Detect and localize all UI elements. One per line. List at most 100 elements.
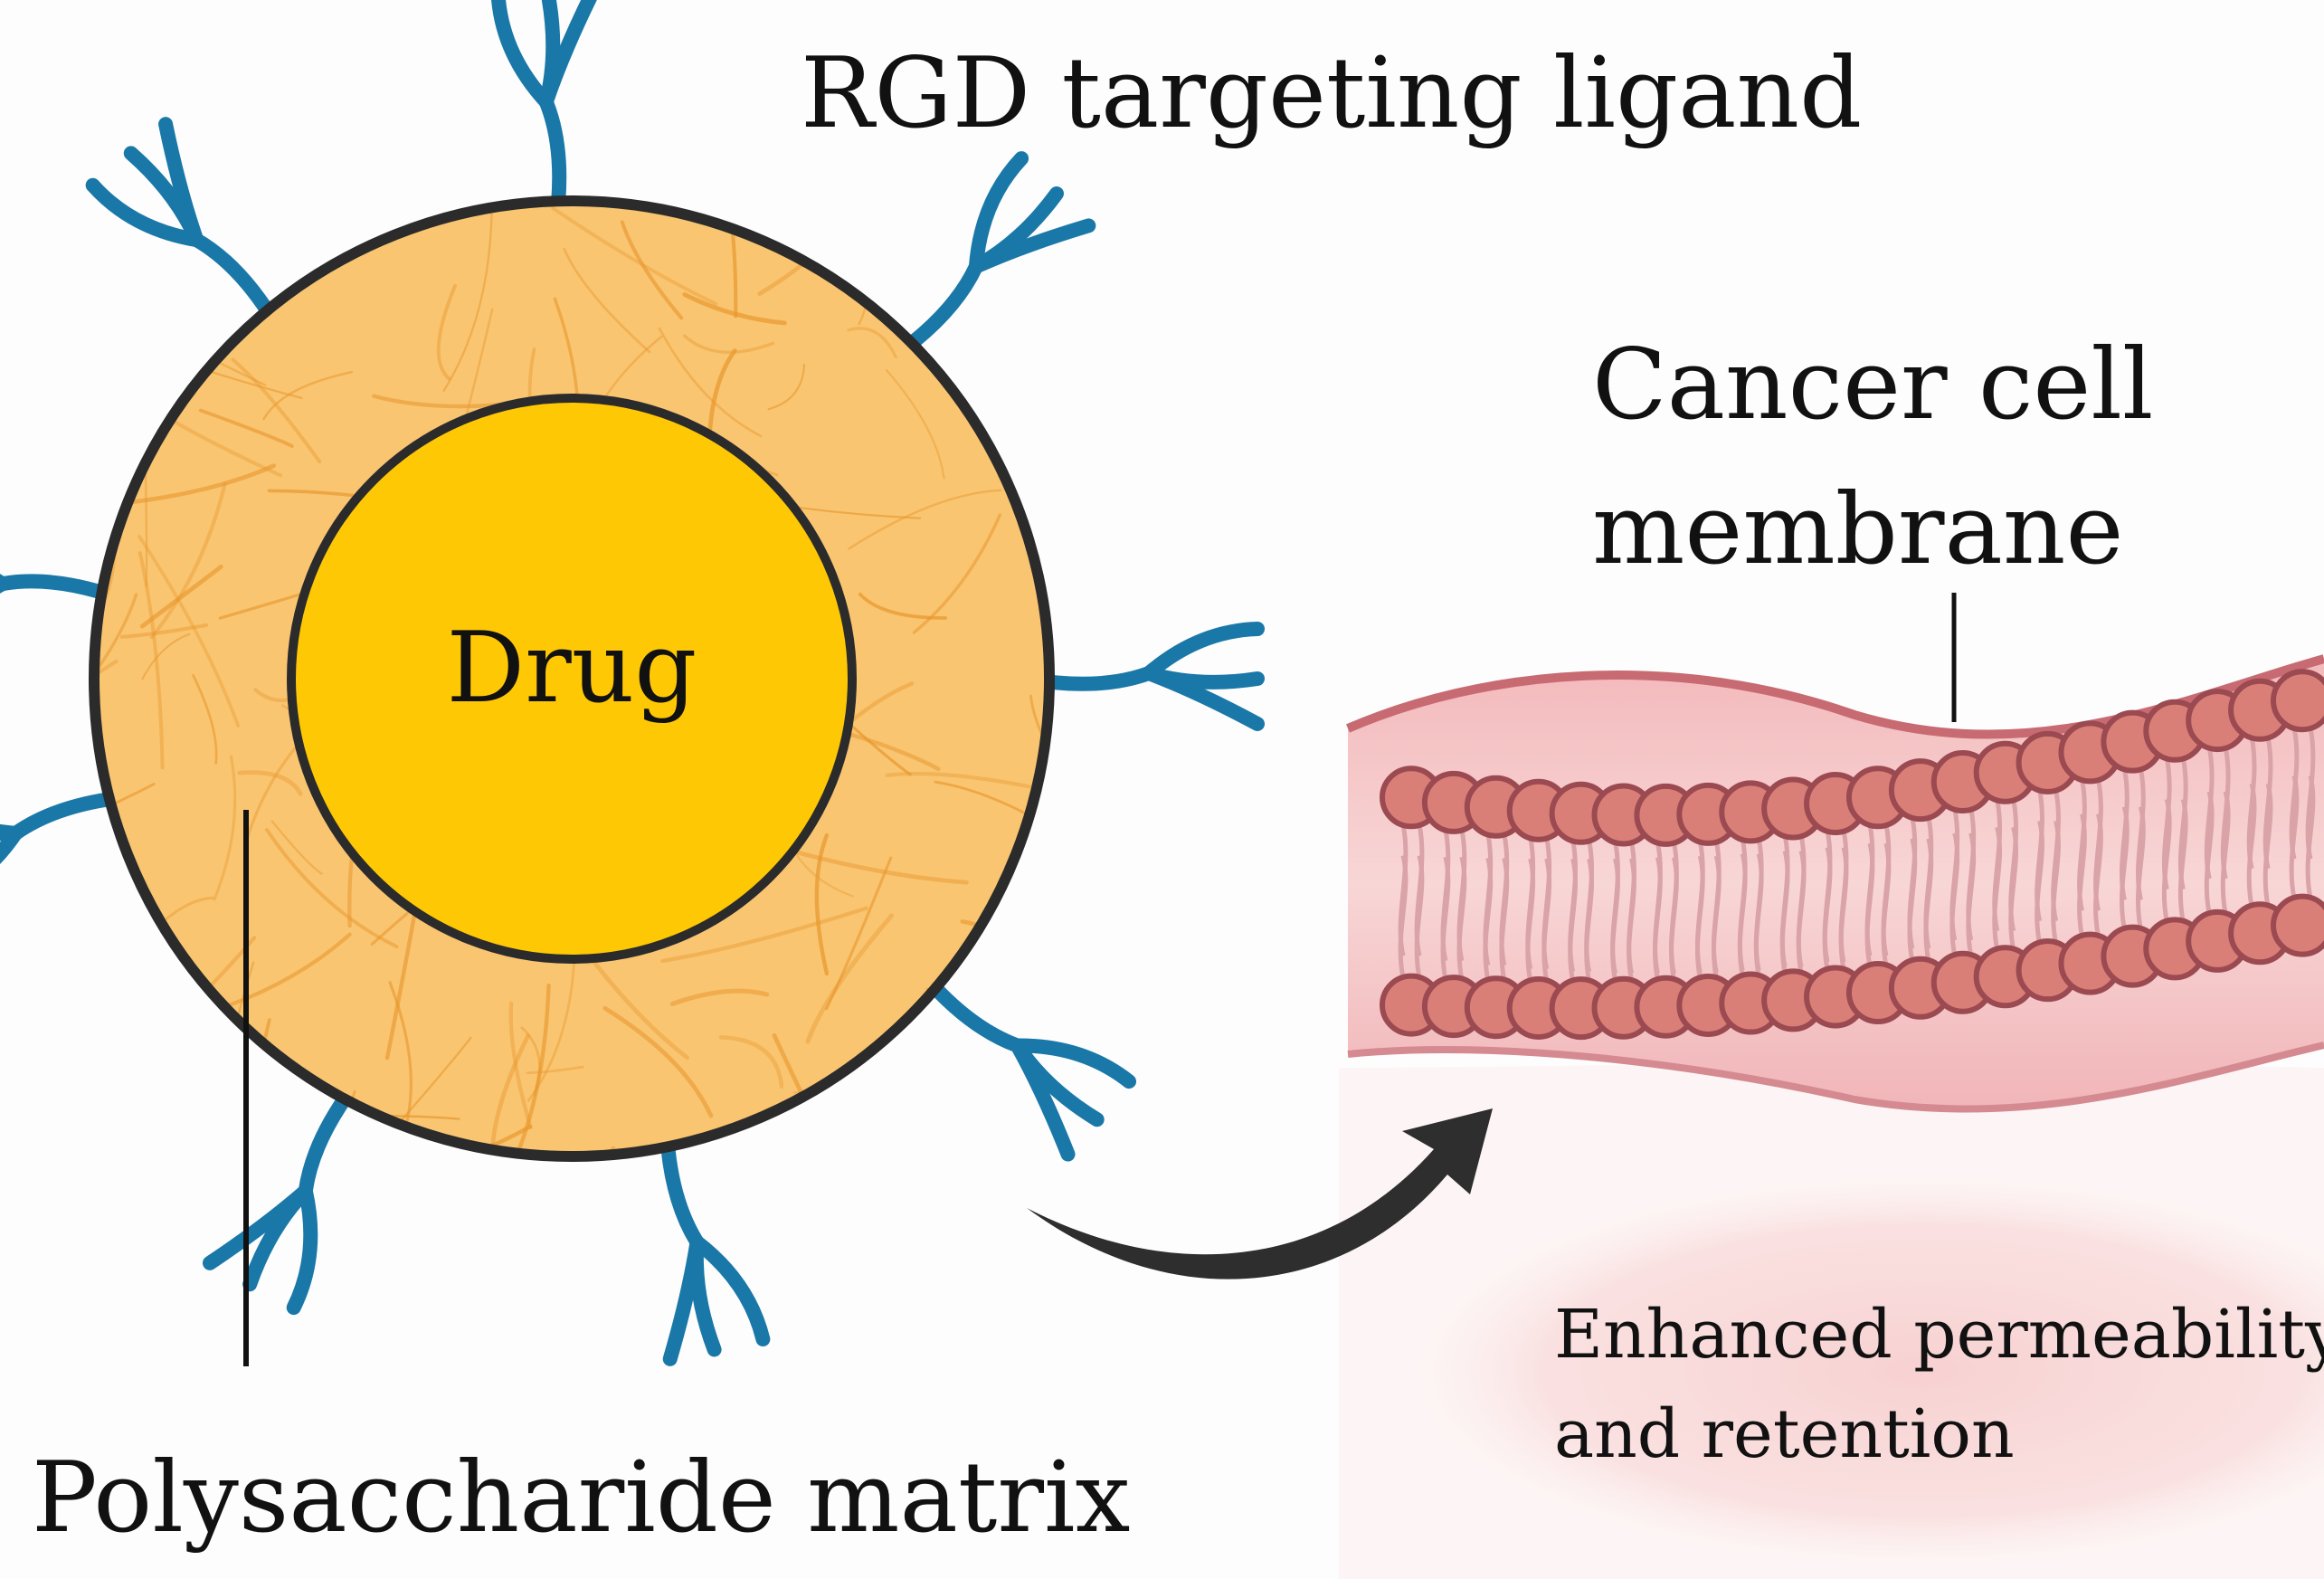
- lipid-tail: [1483, 857, 1494, 981]
- phospholipid-heads-outer: [1380, 669, 2324, 847]
- lipid-tail: [2136, 806, 2146, 930]
- ligand-branch: [662, 1234, 705, 1366]
- rgd-ligand: [886, 151, 1096, 365]
- fiber-strand: [784, 505, 922, 519]
- lipid-tail: [1753, 852, 1764, 977]
- lipid-tail: [1568, 858, 1578, 982]
- fiber-strand: [602, 1005, 714, 1118]
- lipid-tail: [1779, 850, 1790, 974]
- fiber-strand: [139, 565, 223, 629]
- ligand-branch: [0, 825, 24, 864]
- lipid-tail: [1992, 826, 2002, 950]
- lipid-tail: [2035, 820, 2044, 944]
- fiber-strand: [262, 371, 354, 421]
- lipid-tail: [1695, 855, 1705, 979]
- shell-outline: [89, 195, 1055, 1162]
- fiber-strand: [508, 1001, 533, 1130]
- fiber-strand: [94, 783, 156, 834]
- fiber-strand: [563, 247, 651, 354]
- phospholipid-heads-inner: [1380, 893, 2324, 1041]
- fiber-strand: [620, 220, 684, 320]
- lipid-tail: [1584, 858, 1594, 982]
- fiber-strand: [138, 551, 165, 770]
- ligand-branch: [968, 151, 1029, 274]
- fiber-strand: [237, 770, 303, 796]
- phospholipid-tails: [1398, 727, 2316, 982]
- lipid-tail: [2246, 783, 2257, 907]
- lipid-tail: [1398, 854, 1409, 979]
- ligand-branch: [1142, 622, 1265, 680]
- ligand-branch: [968, 218, 1096, 274]
- membrane-label-line1: Cancer cell: [1592, 328, 2153, 442]
- lipid-tail: [1627, 858, 1636, 982]
- fiber-strand: [824, 856, 893, 1011]
- lipid-tail: [1414, 854, 1425, 979]
- fiber-strand: [436, 283, 457, 381]
- delivery-arrow: [1027, 1108, 1493, 1279]
- lipid-tail: [2161, 798, 2172, 922]
- fiber-strand: [934, 780, 1049, 859]
- fiber-strand: [231, 357, 322, 464]
- lipid-tail: [1669, 857, 1679, 981]
- rgd-ligand: [85, 117, 287, 338]
- lipid-tail: [2289, 775, 2300, 899]
- fiber-strand: [198, 408, 294, 448]
- ligand-branch: [491, 0, 554, 109]
- epr-label-line1: Enhanced permeability: [1554, 1296, 2324, 1374]
- nanoparticle: [0, 0, 1265, 1366]
- lipid-tail: [1610, 858, 1620, 982]
- lipid-tail: [2120, 806, 2130, 930]
- lipid-tail: [2305, 775, 2316, 899]
- fiber-strand: [912, 513, 1001, 634]
- fiber-strand: [767, 364, 806, 411]
- lipid-tail: [1796, 850, 1807, 974]
- lipid-head: [2271, 669, 2324, 733]
- lipid-head: [2271, 893, 2324, 957]
- fiber-strand: [658, 327, 763, 438]
- lipid-tail: [2204, 791, 2215, 915]
- lipid-tail: [1838, 846, 1849, 971]
- ligand-branch: [286, 1184, 318, 1316]
- fiber-strand: [119, 623, 208, 639]
- fiber-strand: [388, 981, 413, 1122]
- fiber-strand: [94, 659, 119, 710]
- fiber-strand: [442, 209, 493, 392]
- ligand-label: RGD targeting ligand: [801, 37, 1862, 150]
- lipid-tail: [1712, 855, 1722, 979]
- ligand-branch: [85, 177, 204, 248]
- lipid-tail: [2008, 826, 2018, 950]
- lipid-tail: [1881, 842, 1892, 966]
- lipid-tail: [2051, 820, 2061, 944]
- lipid-tail: [1864, 842, 1875, 966]
- lipid-tail: [2220, 791, 2231, 915]
- fiber-strand: [500, 983, 551, 1156]
- lipid-tail: [1653, 857, 1663, 981]
- fiber-strand: [94, 593, 138, 731]
- fiber-strand: [682, 291, 787, 326]
- lipid-tail: [1525, 858, 1536, 982]
- fiber-strand: [141, 633, 191, 680]
- ligand-branch: [158, 117, 204, 248]
- fiber-strand: [660, 906, 868, 963]
- ligand-branch: [0, 823, 24, 841]
- lipid-tail: [1949, 832, 1960, 956]
- lipid-tail: [2262, 783, 2273, 907]
- matrix-label: Polysaccharide matrix: [32, 1441, 1130, 1555]
- fiber-strand: [885, 772, 1042, 791]
- fiber-strand: [270, 820, 323, 875]
- fiber-strand: [848, 489, 1002, 550]
- ligand-branch: [1010, 1038, 1076, 1162]
- fiber-strand: [718, 1035, 784, 1089]
- fiber-strand: [814, 832, 830, 975]
- fiber-strand: [551, 206, 718, 306]
- lipid-tail: [1541, 858, 1552, 982]
- fiber-strand: [669, 988, 770, 1006]
- ligand-branch: [1010, 1038, 1137, 1089]
- core-label: Drug: [447, 612, 697, 725]
- fiber-strand: [683, 334, 775, 354]
- fiber-strand: [192, 673, 218, 765]
- fiber-strand: [149, 481, 227, 640]
- lipid-tail: [1822, 846, 1833, 971]
- lipid-tail: [1440, 856, 1451, 980]
